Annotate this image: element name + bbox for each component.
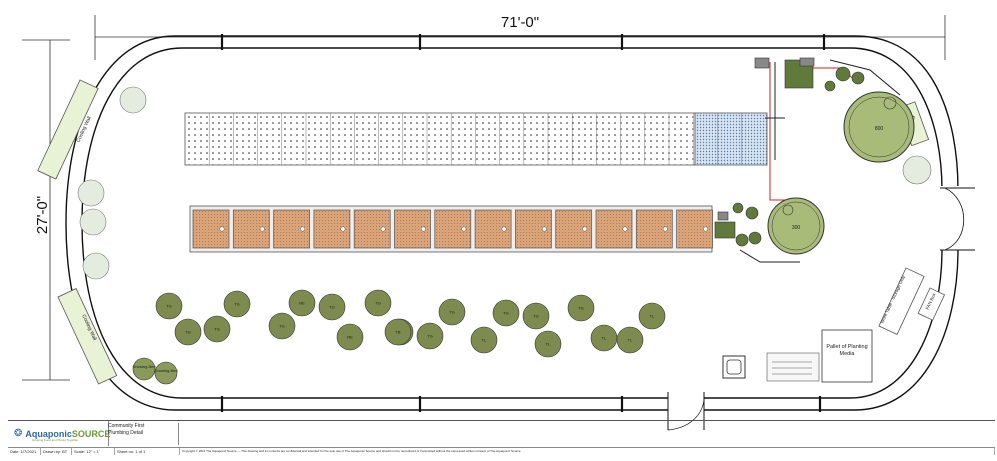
tree: TG xyxy=(155,292,183,320)
tree: TG xyxy=(522,302,550,330)
title-block: ❂ AquaponicSOURCE Growing Food and Plant… xyxy=(8,420,995,455)
tank-large: 800 xyxy=(843,91,915,163)
tree: TL xyxy=(470,326,498,354)
logo-tagline: Growing Food and Plants Together xyxy=(32,438,79,442)
tree: TG xyxy=(492,299,520,327)
tree-label: TL xyxy=(650,314,655,319)
tree: TG xyxy=(567,294,595,322)
svg-text:300: 300 xyxy=(792,225,801,231)
work-table: Work Table - Storage Only xyxy=(878,267,925,335)
sheet-field: Sheet no: 1 of 1 xyxy=(115,448,180,455)
tree-label: TL xyxy=(546,342,551,347)
grow-bed xyxy=(676,209,713,249)
scale-field: Scale: 12" = 1' xyxy=(72,448,115,455)
tree-label: TG xyxy=(279,324,285,329)
tree: TG xyxy=(318,293,346,321)
bottom-door xyxy=(667,392,705,431)
pump-units xyxy=(714,57,865,247)
pallet: Pallet of Planting Media xyxy=(821,329,873,383)
tree-label: TG xyxy=(449,310,455,315)
drawn-by-field: Drawn by: BT xyxy=(41,448,72,455)
tree-label: TG xyxy=(234,302,240,307)
wall-ribs xyxy=(220,34,826,412)
tree-label: TG xyxy=(578,306,584,311)
tree-label: TG xyxy=(503,311,509,316)
trees: TGTGTGTGTGRETGRETGTGTGTGTLTGTGTLTGTLTLTL… xyxy=(155,289,666,358)
tree-label: RE xyxy=(347,335,353,340)
tree-label: TG xyxy=(533,314,539,319)
grow-bed xyxy=(555,209,593,249)
growing-bed-2: Growing Bed xyxy=(154,361,178,385)
grow-bed xyxy=(232,209,270,249)
cooling-wall-top: Cooling Wall xyxy=(37,79,99,180)
tree-label: TL xyxy=(602,336,607,341)
potting-table xyxy=(766,352,820,382)
fan-box-lower: FAN Box xyxy=(917,287,946,321)
pallet-label: Pallet of Planting Media xyxy=(826,344,868,357)
copyright-text: Copyright © 2021 The Aquaponic Source — … xyxy=(180,448,995,455)
tree: TL xyxy=(534,330,562,358)
grow-bed xyxy=(595,209,633,249)
tree: TG xyxy=(364,289,392,317)
tree: TB xyxy=(384,318,412,346)
grow-bed xyxy=(394,209,431,249)
sink xyxy=(722,355,746,379)
tree-label: TG xyxy=(166,304,172,309)
width-label: 71'-0" xyxy=(501,14,539,31)
width-dimension xyxy=(94,15,946,60)
tree: TG xyxy=(416,322,444,350)
tree: TG xyxy=(174,318,202,346)
tree-label: TG xyxy=(375,301,381,306)
logo-brand: Aquaponic xyxy=(25,428,72,439)
tree-label: TL xyxy=(482,338,487,343)
grow-bed xyxy=(515,209,552,249)
tree: TG xyxy=(203,315,231,343)
title-block-row: Date: 1/7/2021 Drawn by: BT Scale: 12" =… xyxy=(8,447,995,455)
company-logo: ❂ AquaponicSOURCE Growing Food and Plant… xyxy=(8,421,111,446)
tree-label: TG xyxy=(427,334,433,339)
svg-text:Growing Bed: Growing Bed xyxy=(154,368,177,373)
tree-label: RE xyxy=(299,301,305,306)
tree: TG xyxy=(268,312,296,340)
tree: RE xyxy=(288,289,316,317)
depth-label: 27'-0" xyxy=(34,196,51,234)
fish-icon: ❂ xyxy=(14,428,23,439)
greenhouse-walls xyxy=(65,35,959,411)
svg-text:800: 800 xyxy=(875,126,884,132)
shrubs xyxy=(77,86,932,280)
raft-bed xyxy=(184,112,768,166)
cooling-wall-bottom: Cooling Wall xyxy=(57,288,118,385)
tree: TG xyxy=(223,290,251,318)
tree: TG xyxy=(438,298,466,326)
grow-bed xyxy=(474,209,512,249)
grow-bed xyxy=(635,209,673,249)
tree-label: TL xyxy=(628,338,633,343)
grow-bed xyxy=(313,209,351,249)
tree: TL xyxy=(638,302,666,330)
project-line-1: Community First xyxy=(108,423,145,429)
right-door xyxy=(938,186,975,251)
date-field: Date: 1/7/2021 xyxy=(8,448,41,455)
logo-brand-2: SOURCE xyxy=(71,428,111,439)
tree-label: TG xyxy=(185,330,191,335)
tree: RE xyxy=(336,323,364,351)
grow-bed xyxy=(192,209,230,249)
depth-dimension xyxy=(22,39,70,381)
growing-bed-1: Growing Bed xyxy=(132,357,156,381)
grow-bed-row xyxy=(189,205,713,253)
grow-bed xyxy=(353,209,391,249)
project-title: Community First Plumbing Detail xyxy=(108,423,179,445)
project-line-2: Plumbing Detail xyxy=(108,430,144,436)
tank-medium: 300 xyxy=(767,197,825,255)
tree-label: TB xyxy=(395,330,400,335)
tree-label: TG xyxy=(329,305,335,310)
grow-bed xyxy=(434,209,472,249)
tree-label: TG xyxy=(214,327,220,332)
svg-text:Growing Bed: Growing Bed xyxy=(132,364,155,369)
grow-bed xyxy=(273,209,310,249)
tree: TL xyxy=(590,324,618,352)
tree: TL xyxy=(616,326,644,354)
